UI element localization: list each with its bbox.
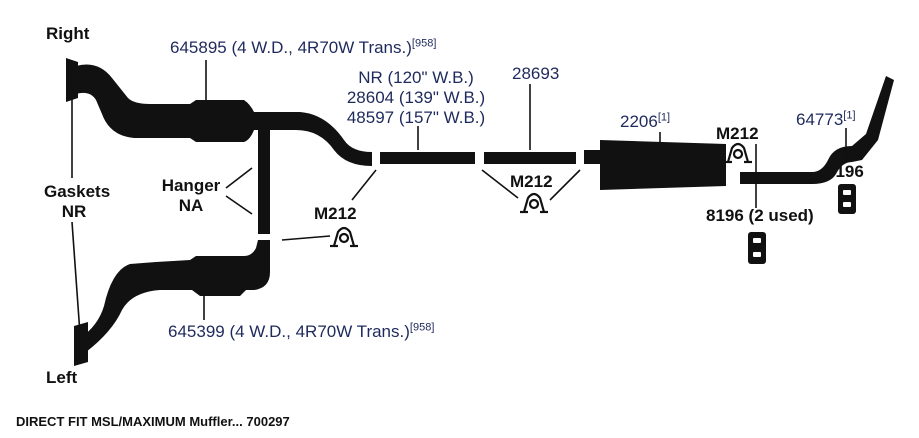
leader-clamp-mid-b [549, 169, 581, 201]
hanger-upper-icon [838, 184, 856, 214]
hanger-lower-icon [748, 232, 766, 264]
footer-caption: DIRECT FIT MSL/MAXIMUM Muffler... 700297 [16, 414, 290, 429]
leader-clamp-mid-a [481, 169, 519, 199]
pipe-wheelbase [380, 152, 475, 164]
leader-clamp-left-b [281, 235, 331, 241]
muffler-body [600, 140, 726, 190]
flange-right [66, 58, 78, 102]
part-tailpipe: 64773[1] [796, 109, 856, 129]
leader-hanger-bottom [225, 195, 253, 215]
label-clamp-mid: M212 [510, 172, 553, 191]
label-hanger-lower: 8196 (2 used) [706, 206, 814, 225]
label-hanger-upper: 8196 [826, 162, 864, 181]
clamp-right-icon [724, 142, 752, 164]
part-mid-pipe: 28693 [512, 64, 560, 83]
pipe-y-connector [258, 126, 270, 234]
label-hanger: Hanger NA [161, 176, 221, 215]
leader-gasket-left [71, 221, 81, 335]
pipe-tailpipe [740, 76, 894, 184]
pipe-mid [484, 152, 576, 164]
label-clamp-right: M212 [716, 124, 759, 143]
flange-left [74, 322, 88, 366]
label-clamp-left: M212 [314, 204, 357, 223]
part-front-right: 645895 (4 W.D., 4R70W Trans.)[958] [170, 37, 437, 57]
part-front-left: 645399 (4 W.D., 4R70W Trans.)[958] [168, 321, 435, 341]
part-pipe-wheelbase: NR (120" W.B.) 28604 (139" W.B.) 48597 (… [346, 68, 486, 127]
label-right: Right [46, 24, 90, 43]
label-left: Left [46, 368, 78, 387]
part-muffler: 2206[1] [620, 111, 671, 131]
label-gaskets: Gaskets NR [44, 182, 111, 221]
leader-hanger-top [225, 167, 253, 189]
leader-clamp-left-a [351, 169, 377, 201]
clamp-mid-icon [520, 192, 548, 214]
pipe-front-left [80, 240, 270, 352]
pipe-front-right [76, 64, 372, 166]
clamp-left-icon [330, 226, 358, 248]
